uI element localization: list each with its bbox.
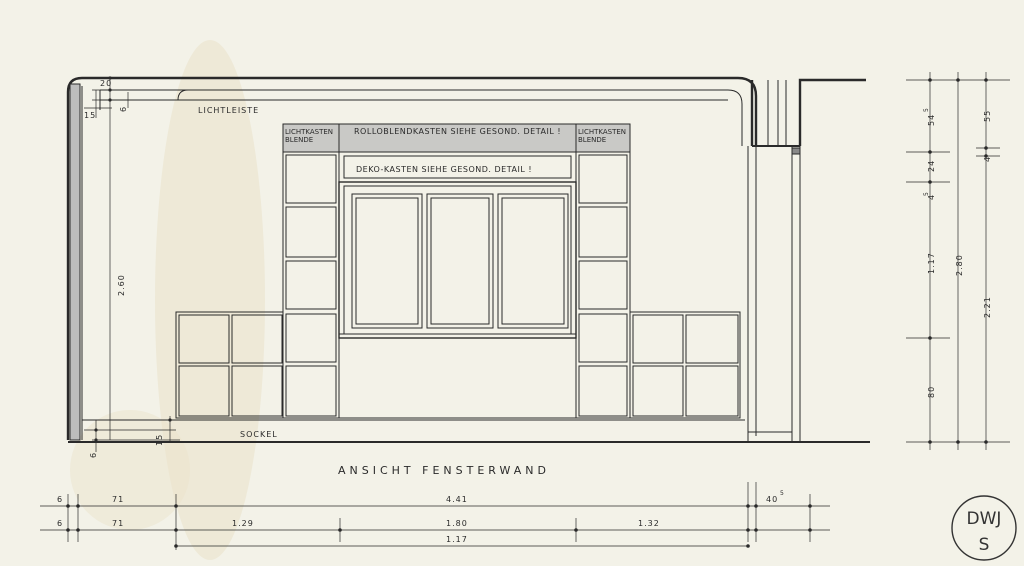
- window-pane-2: [426, 193, 494, 329]
- window-pane-2-inner: [430, 197, 490, 325]
- rolloblendkasten-label: ROLLOBLENDKASTEN SIEHE GESOND. DETAIL !: [354, 127, 561, 136]
- dim-b2-129: 1.29: [232, 519, 254, 528]
- dim-top-15: 15: [84, 111, 96, 120]
- dim-b1-40-sup: 5: [780, 490, 785, 497]
- ceiling-outline: [66, 76, 758, 440]
- cabinet-left-tall-cells: [285, 154, 337, 417]
- window-frame: [338, 181, 577, 339]
- dim-r1-80: 80: [927, 386, 936, 398]
- lichtkasten-right-label-1: LICHTKASTEN: [578, 128, 626, 136]
- dim-r3-221: 2.21: [983, 296, 992, 318]
- dim-b2-71: 71: [112, 519, 124, 528]
- cabinet-right-tall-cells: [578, 154, 628, 417]
- paper-stain: [155, 40, 265, 560]
- cabinet-left-tall: [282, 151, 340, 419]
- lichtkasten-right-label-2: BLENDE: [578, 136, 606, 144]
- lichtkasten-left-label-2: BLENDE: [285, 136, 313, 144]
- ceiling-inner-line: [100, 89, 743, 146]
- dekokasten-label: DEKO-KASTEN SIEHE GESOND. DETAIL !: [356, 165, 532, 174]
- dim-r3-55: 55: [983, 110, 992, 122]
- dim-left-height: 2.60: [117, 274, 126, 296]
- dim-b1-6: 6: [57, 495, 63, 504]
- cabinet-right-tall: [575, 151, 631, 419]
- window-frame-inner: [343, 185, 572, 335]
- paper-stain: [70, 410, 190, 530]
- lichtleiste-label: LICHTLEISTE: [198, 106, 259, 115]
- svg-text:DWJ: DWJ: [967, 509, 1002, 529]
- dim-b2-6: 6: [57, 519, 63, 528]
- left-wall-section: [69, 83, 81, 441]
- dim-r2-280: 2.80: [955, 254, 964, 276]
- window-pane-1: [351, 193, 423, 329]
- dim-b1-71: 71: [112, 495, 124, 504]
- sockel-label: SOCKEL: [240, 430, 278, 439]
- drawing-title: ANSICHT FENSTERWAND: [338, 464, 550, 477]
- dim-b2-132: 1.32: [638, 519, 660, 528]
- right-slab-inner: [767, 80, 787, 146]
- window-pane-1-inner: [355, 197, 419, 325]
- lichtkasten-left-label-1: LICHTKASTEN: [285, 128, 333, 136]
- dim-left-sockel-6: 6: [89, 452, 98, 458]
- dim-r1-54-sup: 5: [923, 107, 930, 112]
- dim-r1-117: 1.17: [927, 252, 936, 274]
- right-wall-base: [747, 431, 793, 443]
- cabinet-left-low: [175, 311, 284, 419]
- ceiling-arc: [177, 89, 189, 101]
- cabinet-right-low-cells: [632, 314, 739, 417]
- dim-r3-4: 4: [983, 156, 992, 162]
- window-pane-3: [497, 193, 569, 329]
- dim-b1-441: 4.41: [446, 495, 468, 504]
- dwjs-stamp: DWJ S: [951, 495, 1017, 561]
- dimension-tick-dots: [66, 76, 988, 548]
- right-slab-hatch: [791, 147, 801, 155]
- window-pane-3-inner: [501, 197, 565, 325]
- dim-top-20: 20: [100, 79, 112, 88]
- bottom-dimension-lines: [40, 482, 830, 550]
- right-dimension-lines: [906, 72, 1010, 450]
- dim-b2-180: 1.80: [446, 519, 468, 528]
- rolloblendkasten: [338, 123, 577, 153]
- dekokasten-inner: [343, 155, 572, 179]
- right-slab: [750, 78, 866, 146]
- dim-left-sockel-15: 15: [155, 434, 164, 446]
- dim-r1-4: 4: [927, 194, 936, 200]
- left-dimension-lines: [84, 77, 180, 452]
- dim-b3-117: 1.17: [446, 535, 468, 544]
- svg-text:S: S: [979, 535, 990, 555]
- dim-b1-40: 40: [766, 495, 778, 504]
- dim-r1-24: 24: [927, 160, 936, 172]
- dekokasten: [338, 151, 577, 183]
- cabinet-right-low: [629, 311, 741, 419]
- cabinet-left-low-cells: [178, 314, 283, 417]
- lichtkasten-right: [575, 123, 631, 153]
- lichtkasten-left: [282, 123, 340, 153]
- dim-r1-54: 54: [927, 114, 936, 126]
- dim-r1-sup2: 5: [923, 191, 930, 196]
- dim-top-6: 6: [119, 106, 128, 112]
